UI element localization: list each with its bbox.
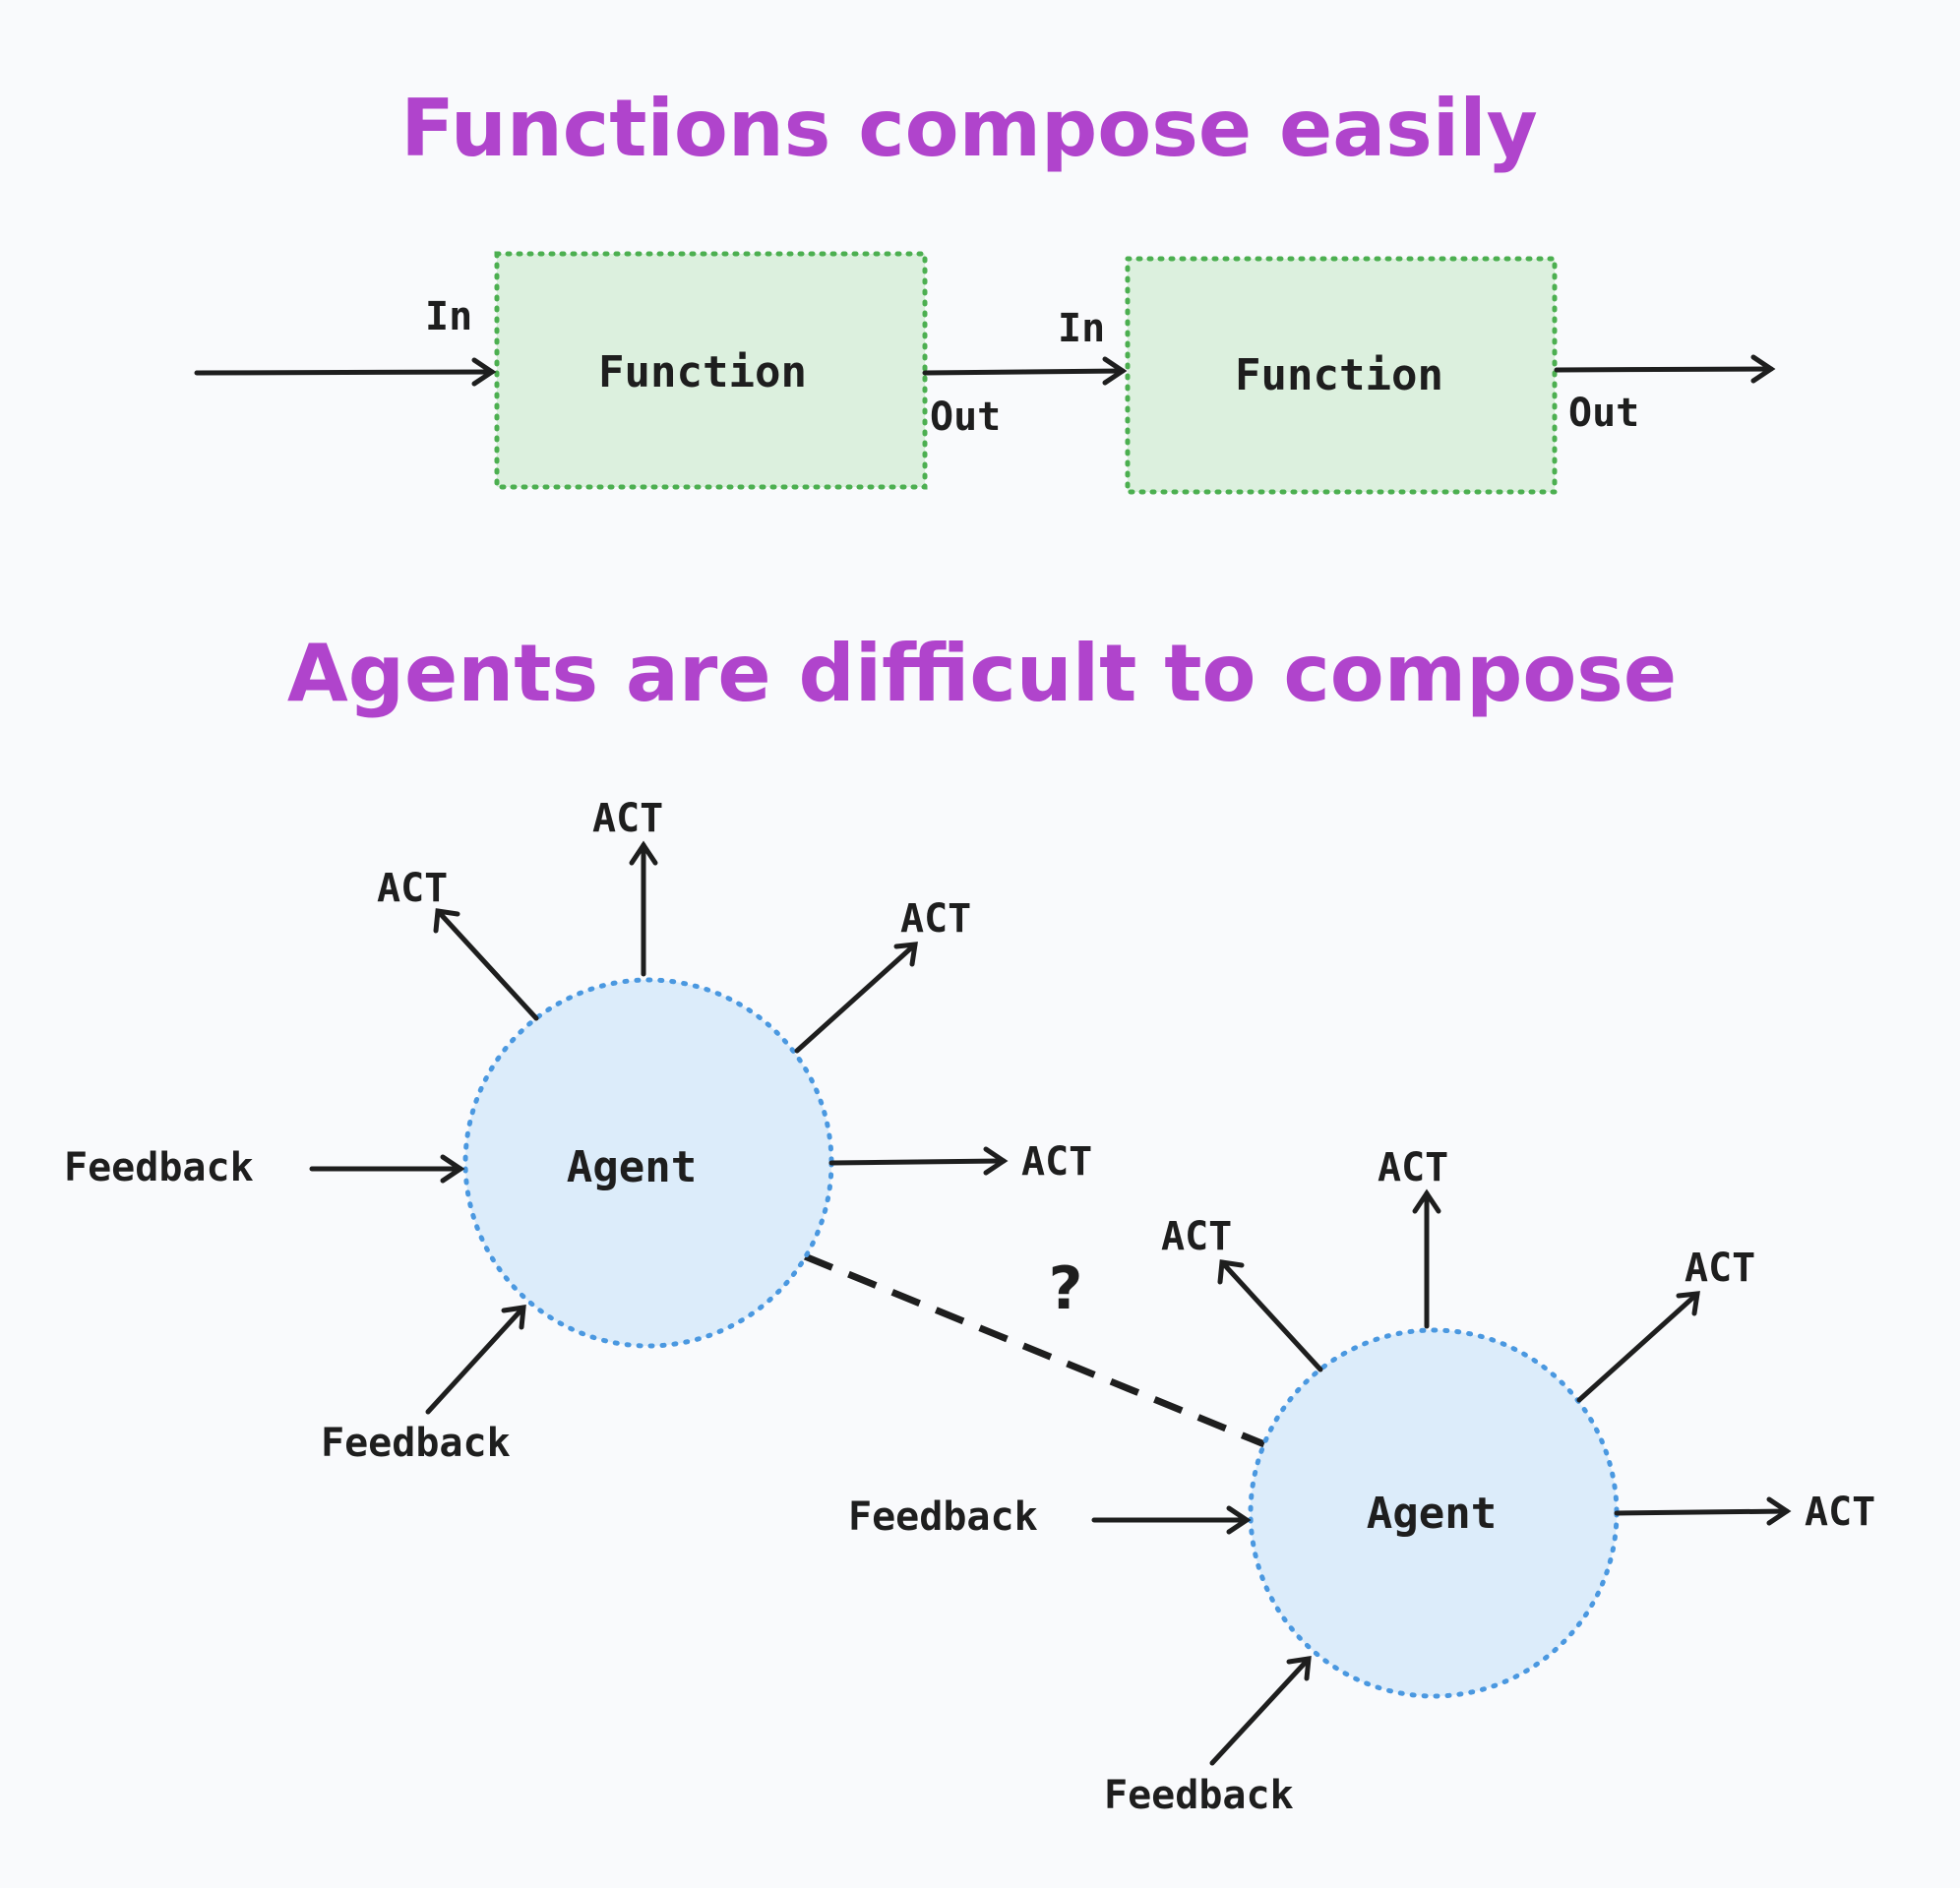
- agent-1-feedback-arrow-bottom: [425, 1305, 526, 1415]
- input-arrow: [194, 357, 497, 387]
- agent-1-act-label-4: ACT: [1021, 1139, 1092, 1185]
- function-2-label: Function: [1235, 350, 1443, 400]
- agent-2-act-label-4: ACT: [1805, 1490, 1875, 1535]
- function-box-1: [494, 251, 928, 490]
- agent-2-act-arrow-upright: [1576, 1291, 1700, 1403]
- function-2-out-label: Out: [1568, 391, 1639, 436]
- agent-2-feedback-arrow-left: [1091, 1505, 1252, 1535]
- agent-1-act-arrow-upleft: [433, 908, 539, 1021]
- agent-1-feedback-label-1: Feedback: [64, 1145, 254, 1190]
- dashed-connector: [803, 1252, 1266, 1448]
- agent-2-act-arrow-right: [1614, 1496, 1792, 1526]
- function-1-label: Function: [598, 347, 807, 397]
- agent-1-act-label-1: ACT: [377, 866, 448, 911]
- agent-2-feedback-label-2: Feedback: [1104, 1773, 1294, 1818]
- agent-2-feedback-label-1: Feedback: [848, 1494, 1038, 1540]
- agent-1-label: Agent: [567, 1142, 697, 1192]
- agent-2-act-arrow-up: [1412, 1188, 1441, 1329]
- agent-1-act-label-2: ACT: [592, 796, 663, 841]
- agent-2-act-arrow-upleft: [1217, 1259, 1323, 1372]
- function-1-in-label: In: [425, 294, 472, 339]
- agent-1-act-arrow-up: [629, 840, 658, 977]
- function-1-out-label: Out: [930, 395, 1001, 440]
- question-mark: ?: [1049, 1254, 1083, 1323]
- agent-2-act-label-1: ACT: [1161, 1214, 1232, 1259]
- agent-2-label: Agent: [1367, 1489, 1497, 1539]
- top-title: Functions compose easily: [400, 83, 1538, 174]
- agent-1-act-label-3: ACT: [900, 896, 971, 942]
- agent-1-act-arrow-right: [828, 1146, 1009, 1176]
- agent-1-feedback-label-2: Feedback: [321, 1421, 511, 1466]
- agent-1-feedback-arrow-left: [309, 1154, 465, 1184]
- bottom-title: Agents are difficult to compose: [287, 628, 1677, 719]
- connect-arrow: [922, 356, 1128, 386]
- output-arrow: [1554, 354, 1776, 384]
- function-2-in-label: In: [1058, 306, 1105, 351]
- agent-2-act-label-2: ACT: [1378, 1145, 1448, 1190]
- function-box-2: [1125, 256, 1558, 495]
- agent-1-act-arrow-upright: [794, 942, 918, 1054]
- agent-2-feedback-arrow-bottom: [1209, 1656, 1312, 1766]
- agent-2-act-label-3: ACT: [1684, 1246, 1755, 1291]
